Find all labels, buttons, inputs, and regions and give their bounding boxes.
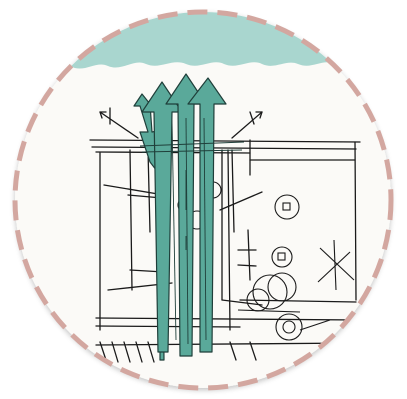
sketch-badge <box>0 0 407 399</box>
sketch-illustration <box>0 0 407 399</box>
